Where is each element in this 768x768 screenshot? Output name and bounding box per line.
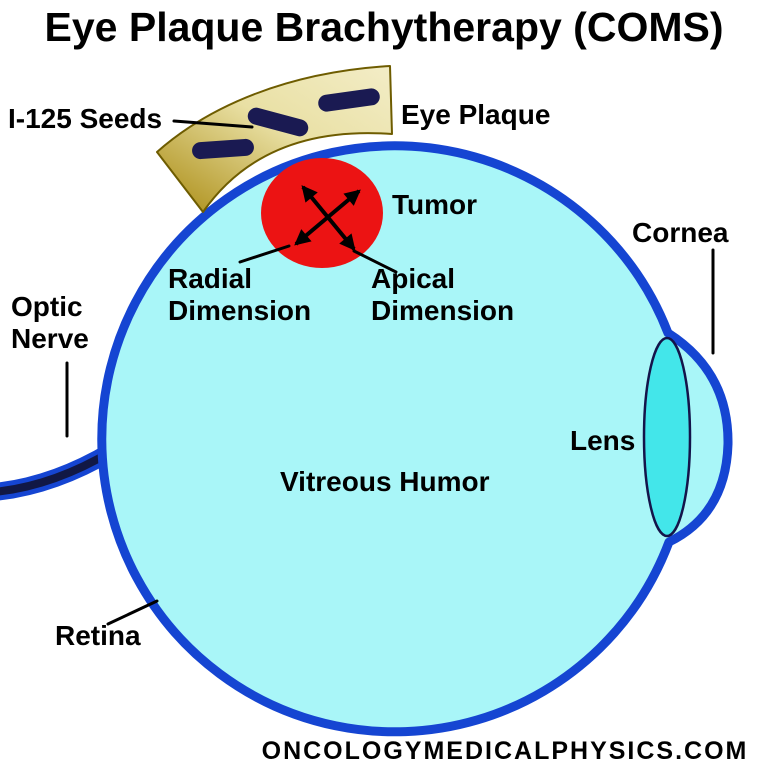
label-i125-seeds: I-125 Seeds bbox=[8, 103, 163, 134]
page-title: Eye Plaque Brachytherapy (COMS) bbox=[44, 4, 724, 50]
i125-seed bbox=[318, 88, 380, 112]
leader-lines bbox=[65, 119, 715, 626]
i125-seeds-group bbox=[192, 88, 380, 160]
label-vitreous-humor: Vitreous Humor bbox=[280, 466, 490, 497]
label-cornea: Cornea bbox=[632, 217, 729, 248]
radial-dimension-arrow bbox=[294, 189, 361, 246]
watermark: ONCOLOGYMEDICALPHYSICS.COM bbox=[261, 737, 749, 765]
label-lens: Lens bbox=[570, 425, 636, 456]
lens-shape bbox=[642, 336, 692, 538]
retina-leader-line bbox=[106, 599, 159, 626]
eye-globe-shape bbox=[97, 141, 733, 737]
i125-seed bbox=[247, 107, 309, 137]
label-radial-dimension: Radial Dimension bbox=[168, 263, 312, 327]
seeds-leader-line bbox=[172, 119, 254, 129]
label-optic-nerve: Optic Nerve bbox=[11, 291, 89, 355]
i125-seed bbox=[192, 138, 254, 160]
label-apical-dimension: Apical Dimension bbox=[371, 263, 515, 327]
dimension-arrows bbox=[294, 185, 361, 251]
radial-leader-line bbox=[238, 244, 291, 264]
label-tumor: Tumor bbox=[392, 189, 478, 220]
label-eye-plaque: Eye Plaque bbox=[401, 99, 551, 130]
apical-leader-line bbox=[352, 249, 398, 274]
label-retina: Retina bbox=[55, 620, 141, 651]
